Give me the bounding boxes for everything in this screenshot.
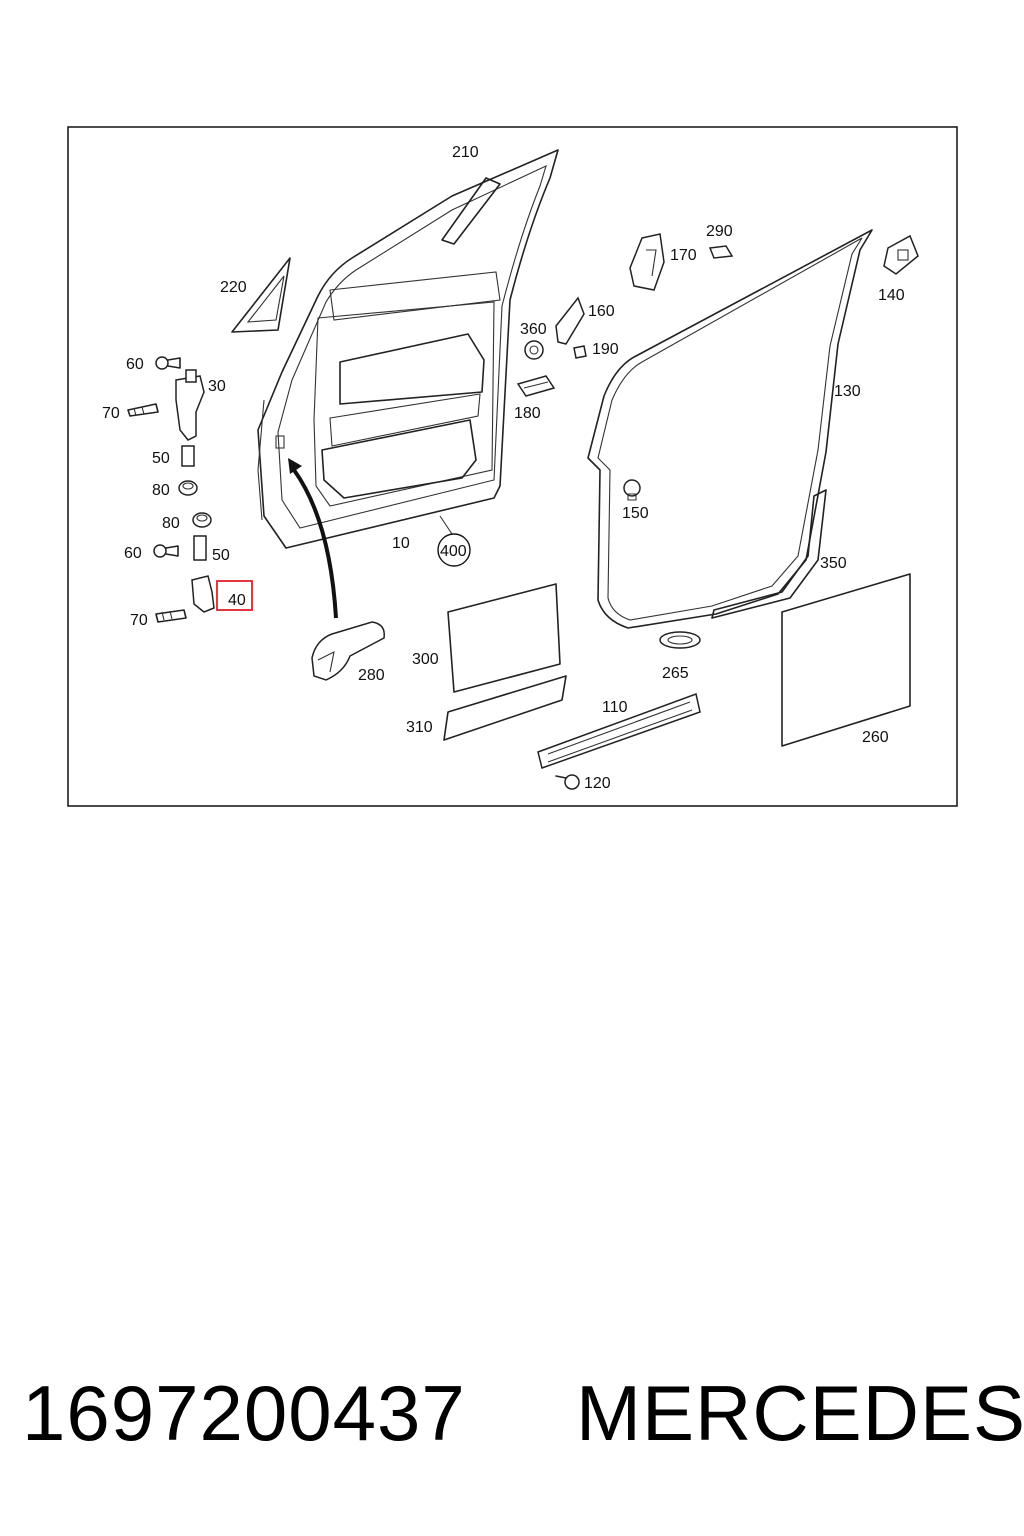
label-110: 110 — [602, 699, 628, 716]
label-280: 280 — [358, 667, 385, 684]
clip-180-part — [516, 375, 556, 397]
label-70-top: 70 — [102, 405, 120, 422]
label-70-bottom: 70 — [130, 612, 148, 629]
label-140: 140 — [878, 287, 905, 304]
clip-150-part — [623, 479, 641, 501]
grommet-360-part — [524, 340, 544, 360]
label-80-top: 80 — [152, 482, 170, 499]
label-80-bottom: 80 — [162, 515, 180, 532]
door-shell-part — [257, 149, 559, 549]
label-130: 130 — [834, 383, 861, 400]
brand-name: MERCEDES — [576, 1369, 1024, 1457]
assembly-arrow — [292, 468, 338, 619]
highlight-box-40 — [216, 580, 253, 611]
sill-rail-part — [537, 693, 701, 769]
part-number: 1697200437 — [22, 1369, 466, 1457]
mirror-trim-part — [231, 257, 291, 333]
label-190: 190 — [592, 341, 619, 358]
label-60-top: 60 — [126, 356, 144, 373]
label-170: 170 — [670, 247, 697, 264]
hinge-assembly-part — [127, 356, 215, 623]
film-260-part — [781, 573, 911, 747]
handle-cover-part — [311, 621, 385, 681]
label-30: 30 — [208, 378, 226, 395]
label-290: 290 — [706, 223, 733, 240]
film-300-part — [447, 583, 561, 693]
latch-bracket-part — [629, 233, 665, 291]
label-40: 40 — [228, 592, 246, 609]
plug-part — [708, 245, 734, 259]
callout-circle-400 — [437, 533, 471, 567]
label-150: 150 — [622, 505, 649, 522]
label-10: 10 — [392, 535, 410, 552]
window-channel-part — [441, 177, 501, 245]
film-310-part — [443, 675, 567, 741]
part-caption: 1697200437 MERCEDES — [0, 1368, 1024, 1468]
label-120: 120 — [584, 775, 611, 792]
label-265: 265 — [662, 665, 689, 682]
clip-190-part — [573, 345, 587, 359]
label-220: 220 — [220, 279, 247, 296]
label-360: 360 — [520, 321, 547, 338]
sill-strip-part — [711, 489, 827, 619]
label-50-top: 50 — [152, 450, 170, 467]
label-400: 400 — [440, 543, 467, 560]
screw-120-part — [555, 774, 580, 790]
label-180: 180 — [514, 405, 541, 422]
label-50-bottom: 50 — [212, 547, 230, 564]
label-310: 310 — [406, 719, 433, 736]
grommet-265-part — [659, 631, 701, 649]
door-seal-part — [587, 229, 873, 629]
label-210: 210 — [452, 144, 479, 161]
label-260: 260 — [862, 729, 889, 746]
bracket-160-part — [555, 296, 585, 345]
label-350: 350 — [820, 555, 847, 572]
label-160: 160 — [588, 303, 615, 320]
bumper-part — [883, 234, 919, 275]
label-300: 300 — [412, 651, 439, 668]
label-60-bottom: 60 — [124, 545, 142, 562]
